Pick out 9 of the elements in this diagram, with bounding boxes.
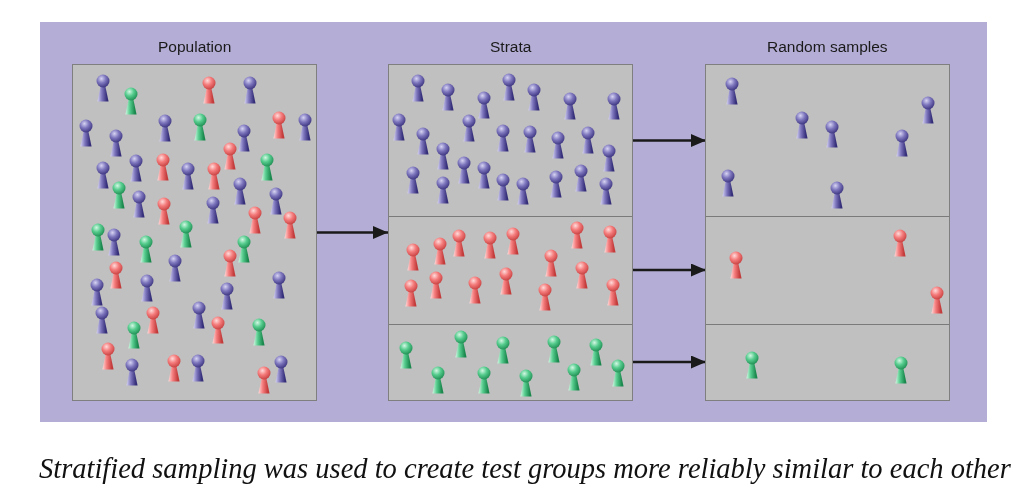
stratum-box: [389, 324, 632, 400]
arrow: [632, 263, 706, 277]
arrow: [317, 226, 388, 239]
panel-title: Strata: [490, 38, 532, 56]
panel-title: Population: [158, 38, 232, 56]
arrow: [632, 355, 706, 369]
arrow: [632, 134, 706, 147]
caption: Stratified sampling was used to create test groups more reliably similar to each other: [39, 453, 1011, 485]
panel-title: Random samples: [767, 38, 888, 56]
